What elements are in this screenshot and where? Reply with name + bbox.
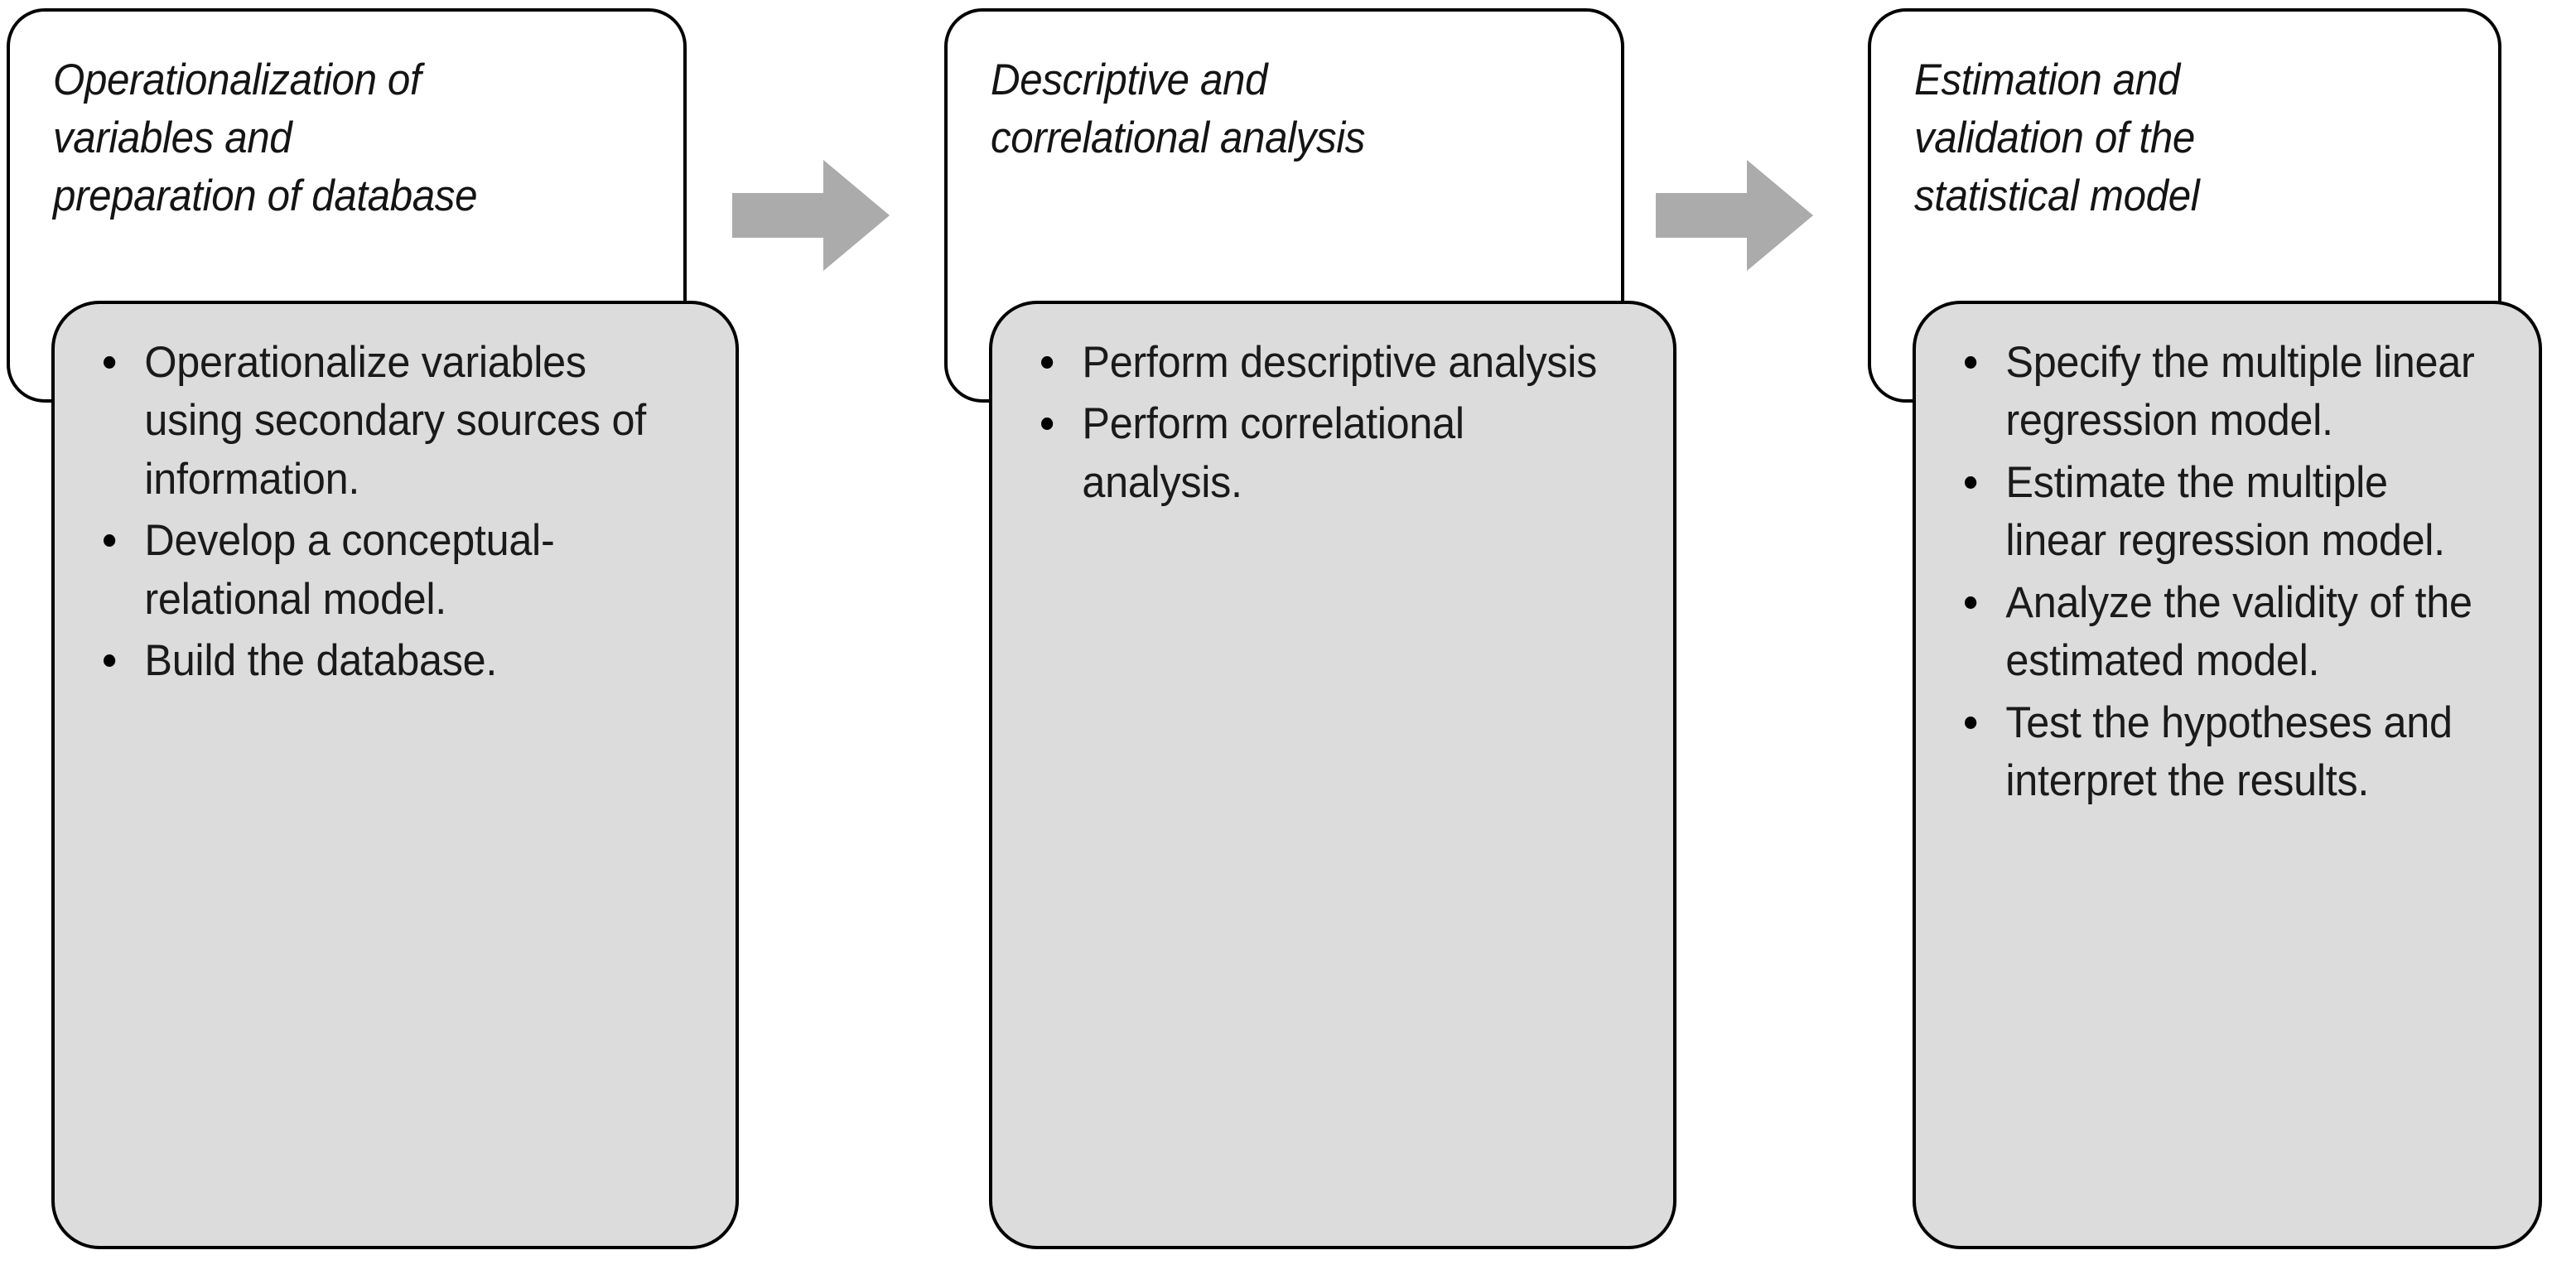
- bullet-dot-icon: [1965, 596, 1977, 609]
- stage-3-body-box: Specify the multiple linear regression m…: [1913, 301, 2542, 1249]
- list-item: Develop a conceptual-relational model.: [88, 512, 683, 629]
- bullet-dot-icon: [104, 654, 116, 668]
- list-item-label: Specify the multiple linear regression m…: [2005, 338, 2475, 446]
- list-item: Specify the multiple linear regression m…: [1949, 334, 2489, 451]
- list-item: Analyze the validity of the estimated mo…: [1949, 574, 2489, 691]
- stage-2-bullet-list: Perform descriptive analysis Perform cor…: [1025, 334, 1652, 515]
- stage-1-body-box: Operationalize variables using secondary…: [51, 301, 739, 1249]
- stage-2-header-text: Descriptive and correlational analysis: [991, 56, 1366, 162]
- right-arrow-icon-2: [1656, 160, 1813, 271]
- bullet-dot-icon: [104, 356, 116, 369]
- list-item: Operationalize variables using secondary…: [88, 334, 683, 509]
- list-item: Perform descriptive analysis: [1025, 334, 1620, 392]
- list-item: Perform correlational analysis.: [1025, 395, 1620, 512]
- process-stage-3: Estimation and validation of the statist…: [1861, 0, 2576, 1284]
- stage-2-body-box: Perform descriptive analysis Perform cor…: [989, 301, 1676, 1249]
- list-item-label: Build the database.: [144, 636, 498, 686]
- stage-1-bullet-list: Operationalize variables using secondary…: [88, 334, 714, 694]
- list-item-label: Perform descriptive analysis: [1082, 338, 1598, 387]
- list-item-label: Estimate the multiple linear regression …: [2005, 457, 2445, 566]
- list-item-label: Test the hypotheses and interpret the re…: [2005, 698, 2453, 806]
- stage-3-bullet-list: Specify the multiple linear regression m…: [1949, 334, 2517, 814]
- list-item-label: Perform correlational analysis.: [1082, 399, 1464, 507]
- bullet-dot-icon: [1965, 475, 1977, 489]
- list-item-label: Analyze the validity of the estimated mo…: [2005, 577, 2472, 686]
- list-item-label: Develop a conceptual-relational model.: [144, 516, 555, 624]
- bullet-dot-icon: [1965, 356, 1977, 369]
- bullet-dot-icon: [1041, 356, 1054, 369]
- process-stage-1: Operationalization of variables and prep…: [0, 0, 745, 1284]
- list-item: Build the database.: [88, 632, 683, 690]
- list-item: Test the hypotheses and interpret the re…: [1949, 694, 2489, 811]
- bullet-dot-icon: [1041, 418, 1054, 431]
- bullet-dot-icon: [1965, 716, 1977, 729]
- list-item: Estimate the multiple linear regression …: [1949, 454, 2489, 571]
- stage-1-header-text: Operationalization of variables and prep…: [53, 56, 478, 220]
- stage-3-header-text: Estimation and validation of the statist…: [1914, 56, 2200, 220]
- right-arrow-icon-1: [732, 160, 890, 271]
- bullet-dot-icon: [104, 534, 116, 548]
- process-stage-2: Descriptive and correlational analysis P…: [938, 0, 1683, 1284]
- list-item-label: Operationalize variables using secondary…: [144, 338, 646, 504]
